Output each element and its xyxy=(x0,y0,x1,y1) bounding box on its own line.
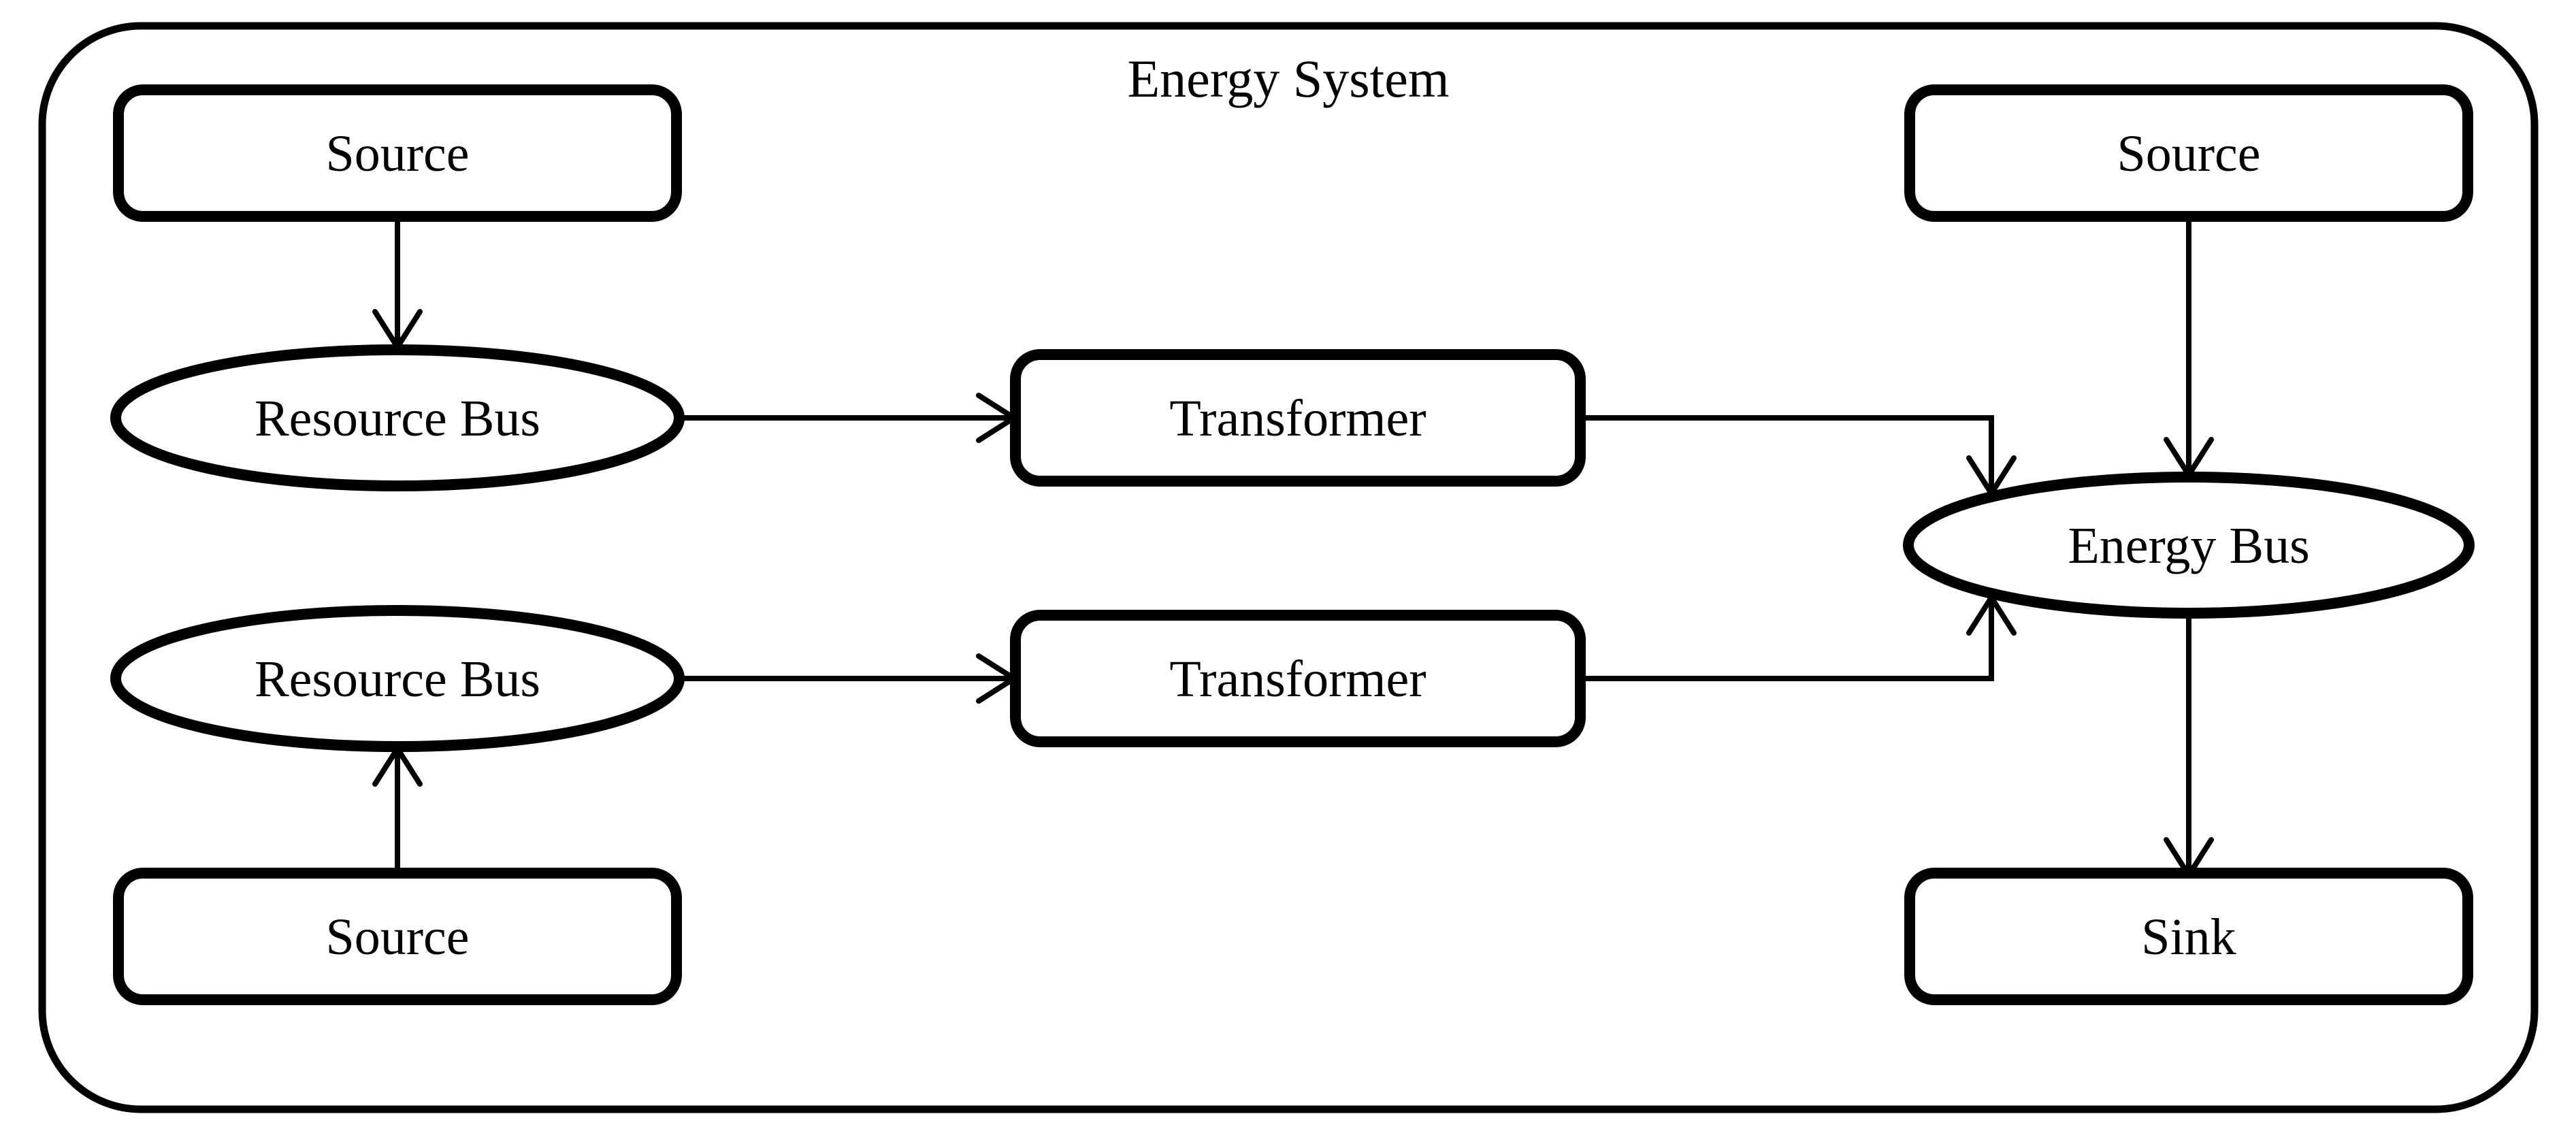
node-transformer-top: Transformer xyxy=(1010,349,1586,487)
transformer-top-shape xyxy=(1010,349,1586,487)
node-source-top-right: Source xyxy=(1904,84,2473,222)
edge-source-bottom-left-to-resource-bus-bottom xyxy=(372,746,423,875)
node-resource-bus-bottom: Resource Bus xyxy=(110,605,685,752)
source-top-right-shape xyxy=(1904,84,2473,222)
source-bottom-left-label: Source xyxy=(325,909,469,966)
transformer-bottom-label: Transformer xyxy=(1169,651,1426,708)
source-bottom-left-shape xyxy=(113,868,682,1005)
energy-bus-shape xyxy=(1903,472,2475,619)
node-energy-bus: Energy Bus xyxy=(1903,472,2475,619)
diagram-title: Energy System xyxy=(1127,49,1449,108)
edge-transformer-top-to-energy-bus xyxy=(1580,415,2017,496)
node-source-top-left: Source xyxy=(113,84,682,222)
node-source-bottom-left: Source xyxy=(113,868,682,1005)
source-top-left-label: Source xyxy=(325,125,469,182)
sink-label: Sink xyxy=(2141,909,2236,966)
resource-bus-top-shape xyxy=(110,344,685,491)
edge-resource-bus-bottom-to-transformer-bottom xyxy=(679,653,1017,704)
edge-line xyxy=(1580,598,1994,681)
node-sink: Sink xyxy=(1904,868,2473,1005)
edge-source-top-right-to-energy-bus xyxy=(2164,216,2214,478)
sink-shape xyxy=(1904,868,2473,1005)
edge-transformer-bottom-to-energy-bus xyxy=(1580,595,2017,681)
node-transformer-bottom: Transformer xyxy=(1010,610,1586,747)
resource-bus-bottom-shape xyxy=(110,605,685,752)
resource-bus-bottom-label: Resource Bus xyxy=(255,651,540,708)
edge-resource-bus-top-to-transformer-top xyxy=(679,393,1017,443)
resource-bus-top-label: Resource Bus xyxy=(255,390,540,447)
node-resource-bus-top: Resource Bus xyxy=(110,344,685,491)
source-top-left-shape xyxy=(113,84,682,222)
source-top-right-label: Source xyxy=(2117,125,2260,182)
energy-system-boundary xyxy=(38,22,2539,1113)
edge-source-top-left-to-resource-bus-top xyxy=(372,216,423,350)
edge-line xyxy=(1580,415,1994,493)
transformer-bottom-shape xyxy=(1010,610,1586,747)
transformer-top-label: Transformer xyxy=(1169,390,1426,447)
edge-energy-bus-to-sink xyxy=(2164,613,2214,878)
energy-bus-label: Energy Bus xyxy=(2068,517,2309,574)
